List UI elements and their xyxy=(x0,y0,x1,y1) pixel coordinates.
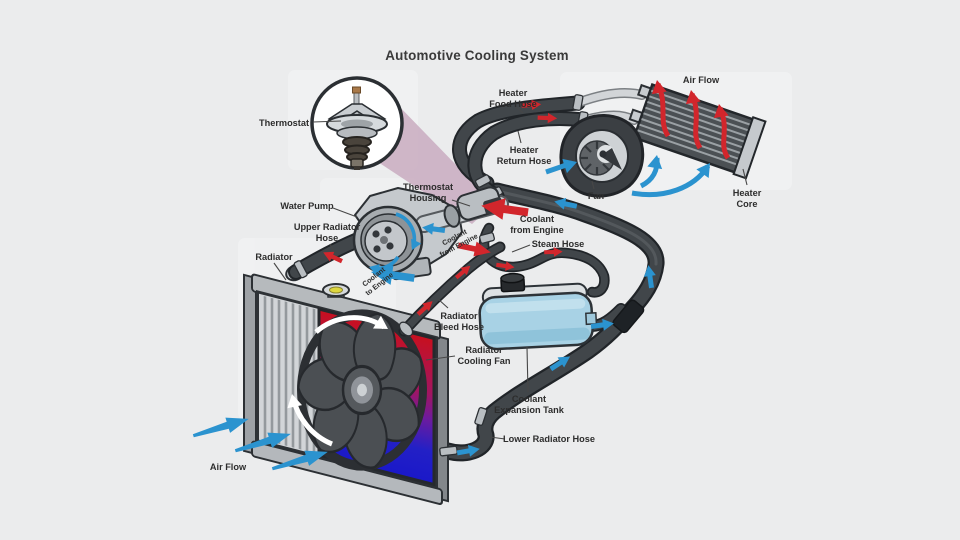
label-coolant-expansion-tank: Expansion Tank xyxy=(494,405,565,415)
label-thermostat-housing: Thermostat xyxy=(403,182,453,192)
heater-feed-hose xyxy=(452,95,586,191)
heater-core-airflow-arrows xyxy=(649,78,731,160)
label-heater-return-hose: Heater xyxy=(510,145,539,155)
hose-clamp xyxy=(439,445,458,457)
label-radiator-cooling-fan: Radiator xyxy=(465,345,503,355)
label-water-pump: Water Pump xyxy=(280,201,334,211)
label-thermostat: Thermostat xyxy=(259,118,309,128)
label-air-flow-top: Air Flow xyxy=(683,75,720,85)
magnifier-callout xyxy=(378,101,494,224)
expansion-tank xyxy=(478,272,598,351)
label-heater-core: Core xyxy=(737,199,758,209)
label-coolant-from-engine: Coolant xyxy=(520,214,554,224)
label-radiator-bleed-hose: Radiator xyxy=(440,311,478,321)
label-upper-radiator-hose: Hose xyxy=(316,233,338,243)
label-heater-food-hose: Heater xyxy=(499,88,528,98)
label-heater-return-hose: Return Hose xyxy=(497,156,552,166)
expansion-tank-cap xyxy=(500,272,526,293)
label-air-flow-bottom: Air Flow xyxy=(210,462,247,472)
steam-hose-part xyxy=(478,222,610,298)
label-heater-core: Heater xyxy=(733,188,762,198)
radiator xyxy=(243,264,449,505)
label-steam-hose: Steam Hose xyxy=(532,239,585,249)
label-upper-radiator-hose: Upper Radiator xyxy=(294,222,361,232)
leader-lines xyxy=(273,106,748,440)
thermostat-spring xyxy=(342,136,372,162)
label-heater-food-hose: Food Hose xyxy=(489,99,536,109)
label-radiator: Radiator xyxy=(255,252,293,262)
label-coolant-expansion-tank: Coolant xyxy=(512,394,546,404)
label-fan: Fan xyxy=(588,191,605,201)
thermostat-inset xyxy=(310,76,404,170)
label-lower-radiator-hose: Lower Radiator Hose xyxy=(503,434,595,444)
radiator-cooling-fan-part xyxy=(284,304,427,473)
hose-junction xyxy=(612,299,645,334)
label-thermostat-housing: Housing xyxy=(410,193,447,203)
radiator-cap xyxy=(322,283,350,298)
label-radiator-bleed-hose: Bleed Hose xyxy=(434,322,484,332)
label-radiator-cooling-fan: Cooling Fan xyxy=(457,356,510,366)
label-coolant-from-engine: from Engine xyxy=(510,225,564,235)
blower-fan xyxy=(559,114,645,198)
hose-clamp xyxy=(474,407,488,426)
page-title: Automotive Cooling System xyxy=(385,48,569,63)
blower-intake-arrows xyxy=(545,153,717,198)
